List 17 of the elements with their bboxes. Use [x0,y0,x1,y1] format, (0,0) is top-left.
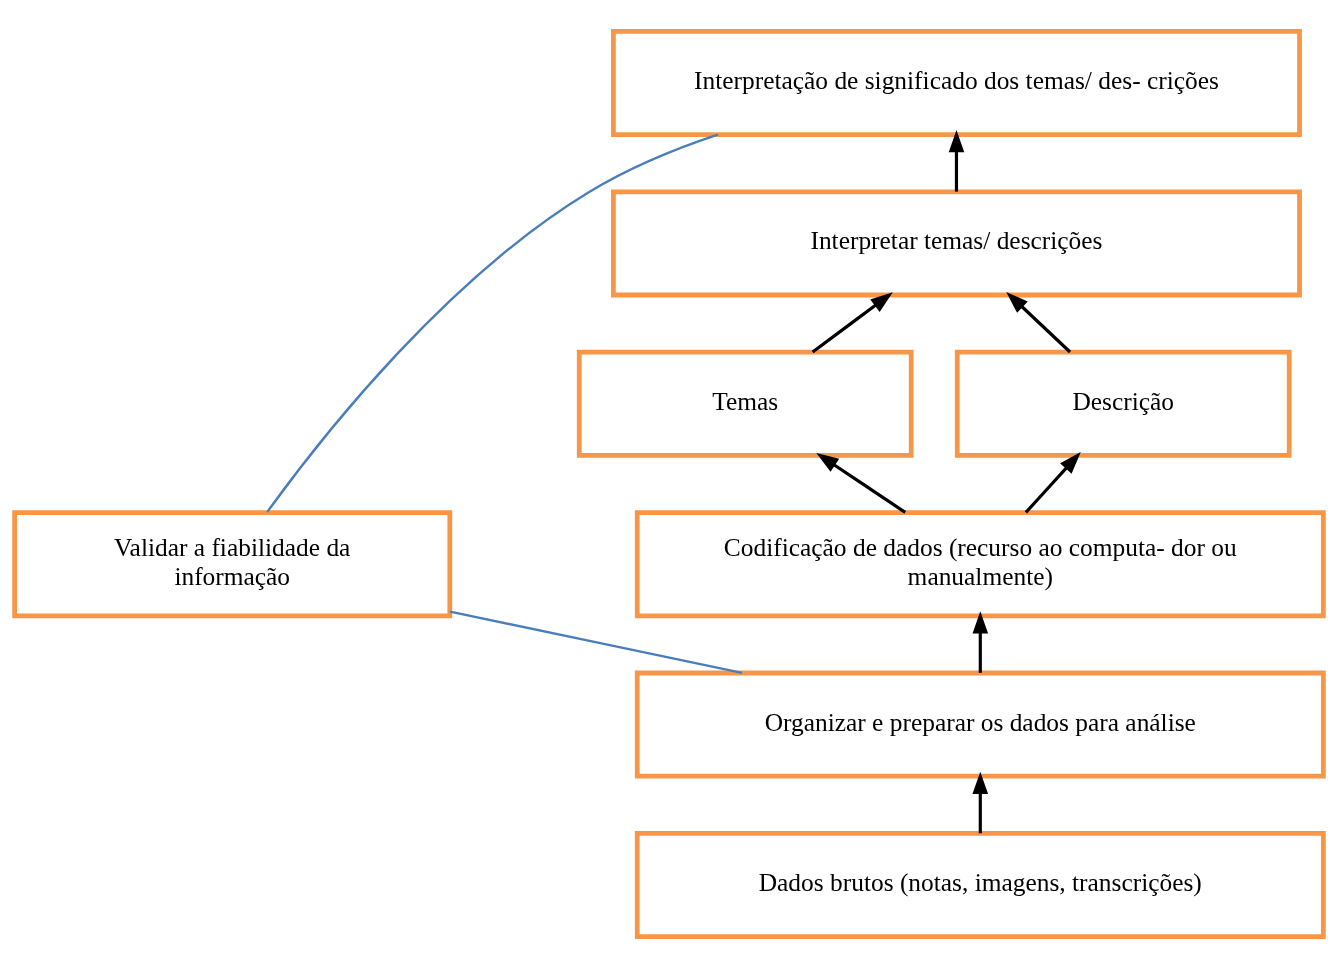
node-box: Organizar e preparar os dados para análise [634,670,1326,779]
arrow [1006,291,1072,354]
arrow [1024,452,1081,514]
arrow [816,452,907,514]
arrow [948,130,965,192]
node-box: Interpretar temas/ descrições [611,189,1302,298]
arrow [811,292,893,354]
connector [266,133,719,513]
arrow [972,611,989,673]
node-box: Validar a fiabilidade da informação [12,510,453,619]
connector [449,610,743,675]
node-box: Dados brutos (notas, imagens, transcrições) [634,831,1326,940]
arrow [972,771,989,834]
node-box: Codificação de dados (recurso ao computa- dor ou manualmente) [634,510,1326,619]
node-box: Descrição [954,349,1292,458]
node-box: Interpretação de significado dos temas/ des- crições [611,28,1302,137]
node-box: Temas [576,349,914,458]
